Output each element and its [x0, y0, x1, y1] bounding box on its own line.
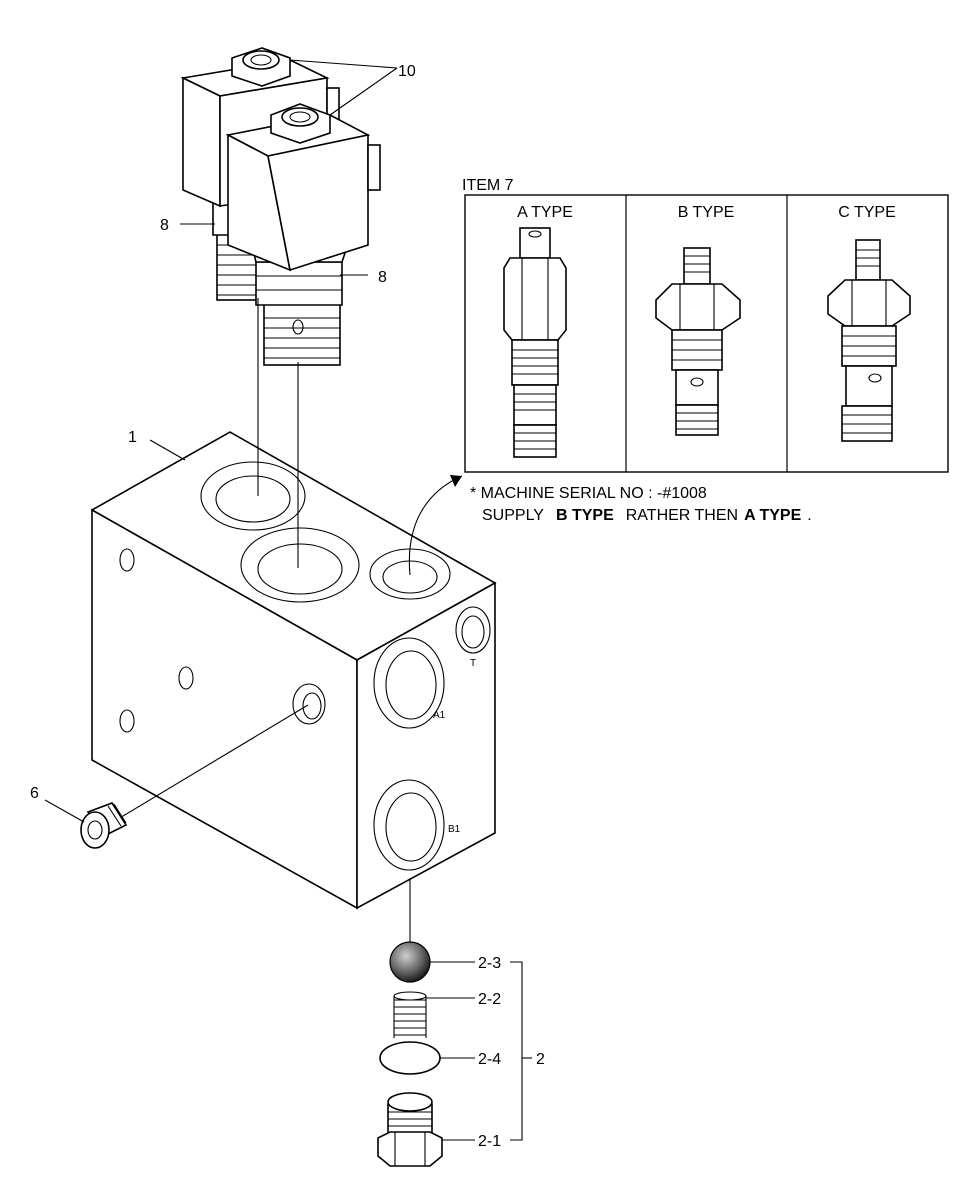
type-b-label: B TYPE — [678, 204, 735, 221]
port-label-a1: A1 — [433, 710, 446, 721]
port-label-b1: B1 — [448, 824, 461, 835]
cartridge-a-type — [503, 227, 567, 458]
callout-2-4: 2-4 — [478, 1051, 501, 1068]
assembly-lines — [107, 298, 463, 945]
callout-2: 2 — [536, 1051, 545, 1068]
port-t — [455, 606, 491, 654]
callout-8-right: 8 — [378, 269, 387, 286]
kit-plug — [377, 1092, 443, 1167]
mount-hole — [178, 666, 194, 690]
plug-part-6 — [80, 802, 128, 849]
mount-hole — [119, 709, 135, 733]
solenoid-valve-front — [225, 103, 381, 366]
callout-2-1: 2-1 — [478, 1133, 501, 1150]
callout-10: 10 — [398, 63, 416, 80]
type-a-label: A TYPE — [517, 204, 573, 221]
cartridge-b-type — [655, 247, 741, 436]
type-c-label: C TYPE — [838, 204, 896, 221]
cartridge-c-type — [827, 239, 911, 442]
plug-port — [292, 683, 326, 725]
o-ring — [379, 1041, 441, 1075]
top-port-left — [200, 461, 306, 531]
leader-lines — [44, 59, 532, 1141]
item7-title: ITEM 7 — [462, 177, 514, 194]
note-line-1: * MACHINE SERIAL NO : -#1008 — [470, 485, 707, 502]
valve-body — [90, 431, 497, 910]
check-ball — [389, 941, 431, 983]
callout-1: 1 — [128, 429, 137, 446]
callout-2-3: 2-3 — [478, 955, 501, 972]
port-b1 — [373, 779, 445, 871]
arrow-head — [450, 475, 462, 487]
top-port-center — [240, 527, 360, 603]
spring — [393, 991, 427, 1038]
callout-2-2: 2-2 — [478, 991, 501, 1008]
port-label-t: T — [470, 658, 476, 669]
callout-8-left: 8 — [160, 217, 169, 234]
callout-6: 6 — [30, 785, 39, 802]
port-a1 — [373, 637, 445, 729]
mount-hole — [119, 548, 135, 572]
